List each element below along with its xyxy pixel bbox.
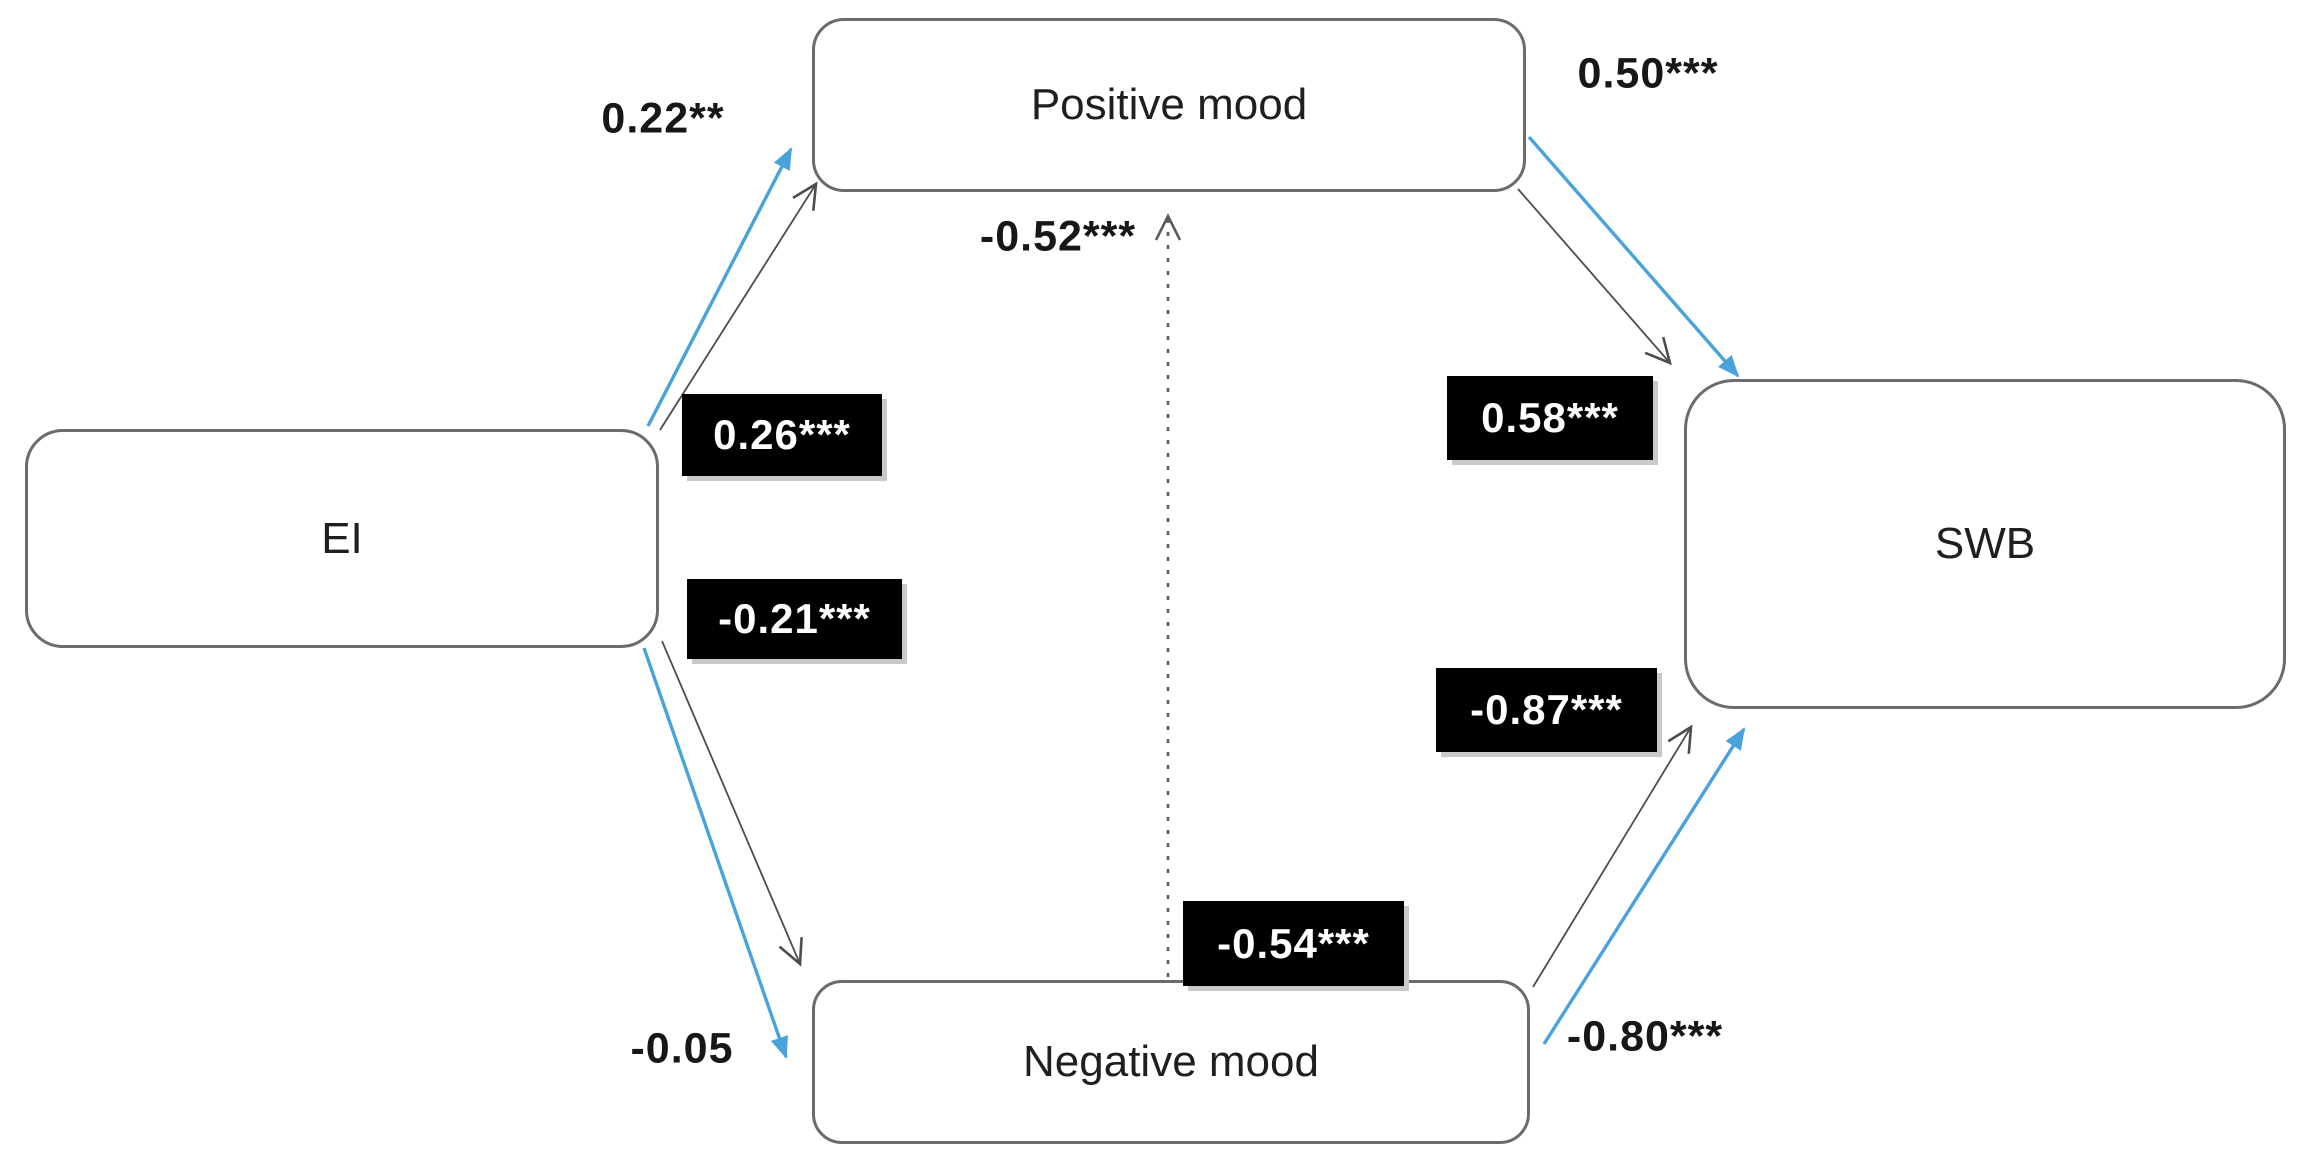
node-swb-label: SWB <box>1934 519 2036 568</box>
coef-box-positive-to-swb-direct: 0.58*** <box>1447 376 1653 460</box>
coef-ei-to-positive-total: 0.22** <box>601 94 725 143</box>
node-positive-mood-label: Positive mood <box>1030 80 1308 129</box>
arrow-negative-to-swb-total <box>1542 727 1746 1045</box>
coef-box-negative-to-swb-direct: -0.87*** <box>1436 668 1657 752</box>
coef-box-negative-to-positive-boxed: -0.54*** <box>1183 901 1404 986</box>
arrow-positive-to-swb-total <box>1527 135 1740 378</box>
node-swb: SWB <box>1684 379 2286 709</box>
coef-negative-to-positive-outer: -0.52*** <box>979 212 1137 261</box>
node-negative-mood-label: Negative mood <box>1023 1037 1319 1086</box>
node-ei-label: EI <box>321 513 363 563</box>
coef-positive-to-swb-total: 0.50*** <box>1577 49 1719 98</box>
arrow-ei-to-negative-total <box>642 647 788 1059</box>
arrow-ei-to-positive-direct <box>659 181 818 431</box>
coef-box-ei-to-positive-direct: 0.26*** <box>682 394 882 476</box>
coef-ei-to-negative-total: -0.05 <box>630 1024 734 1073</box>
node-positive-mood: Positive mood <box>812 18 1526 192</box>
arrow-ei-to-negative-direct <box>661 640 803 967</box>
arrow-ei-to-positive-total <box>646 147 793 427</box>
node-ei: EI <box>25 429 659 648</box>
arrow-negative-to-swb-direct <box>1532 724 1693 988</box>
coef-box-ei-to-negative-direct: -0.21*** <box>687 579 902 659</box>
node-negative-mood: Negative mood <box>812 980 1530 1144</box>
arrow-positive-to-swb-direct <box>1517 188 1672 366</box>
coef-negative-to-swb-total: -0.80*** <box>1566 1012 1724 1061</box>
